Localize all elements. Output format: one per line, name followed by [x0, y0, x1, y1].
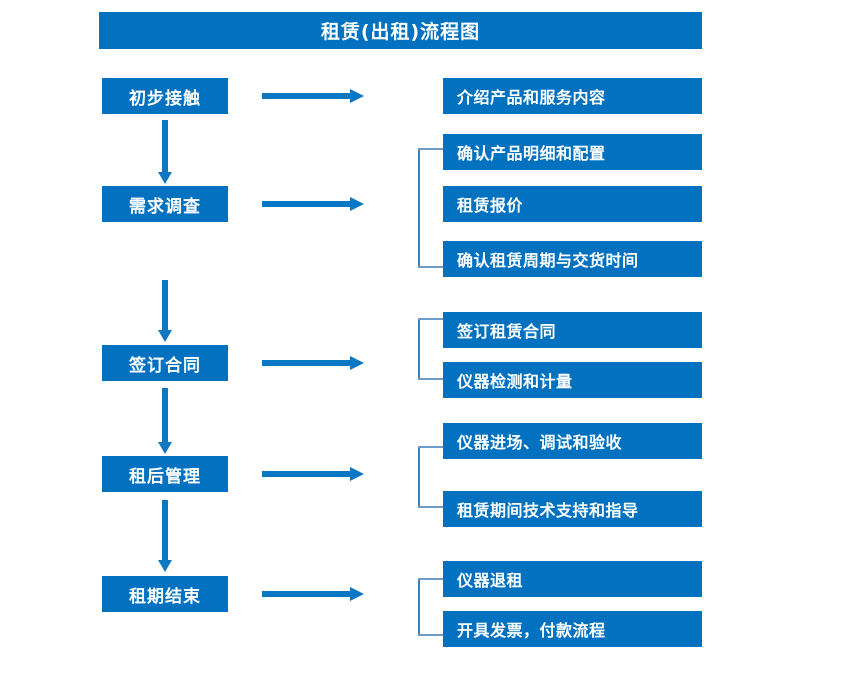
- bracket-tip-top: [418, 578, 443, 580]
- stage-box-3[interactable]: 签订合同: [102, 345, 228, 381]
- bracket-spine: [418, 318, 420, 380]
- horizontal-arrow-3: [262, 355, 366, 371]
- group-bracket-3: [418, 446, 443, 508]
- arrow-head: [158, 442, 172, 454]
- page-title: 租赁(出租)流程图: [99, 12, 702, 49]
- arrow-head: [158, 172, 172, 184]
- arrow-shaft: [262, 93, 352, 99]
- stage-box-4[interactable]: 租后管理: [102, 456, 228, 492]
- stage-box-2[interactable]: 需求调查: [102, 186, 228, 222]
- arrow-head: [350, 587, 364, 601]
- horizontal-arrow-2: [262, 196, 366, 212]
- arrow-shaft: [262, 591, 352, 597]
- bracket-tip-top: [418, 148, 443, 150]
- arrow-shaft: [262, 360, 352, 366]
- arrow-head: [350, 89, 364, 103]
- vertical-arrow-4: [157, 500, 173, 572]
- bracket-spine: [418, 578, 420, 636]
- stage-box-1[interactable]: 初步接触: [102, 78, 228, 114]
- horizontal-arrow-4: [262, 466, 366, 482]
- detail-box-2[interactable]: 确认产品明细和配置: [443, 134, 702, 170]
- arrow-head: [158, 560, 172, 572]
- bracket-spine: [418, 148, 420, 268]
- arrow-head: [350, 197, 364, 211]
- bracket-tip-bottom: [418, 378, 443, 380]
- horizontal-arrow-5: [262, 586, 366, 602]
- arrow-shaft: [162, 500, 168, 560]
- detail-box-3[interactable]: 租赁报价: [443, 186, 702, 222]
- detail-box-5[interactable]: 签订租赁合同: [443, 312, 702, 348]
- detail-box-9[interactable]: 仪器退租: [443, 561, 702, 597]
- arrow-head: [350, 356, 364, 370]
- detail-box-1[interactable]: 介绍产品和服务内容: [443, 78, 702, 114]
- detail-box-8[interactable]: 租赁期间技术支持和指导: [443, 491, 702, 527]
- horizontal-arrow-1: [262, 88, 366, 104]
- bracket-spine: [418, 446, 420, 508]
- vertical-arrow-1: [157, 120, 173, 184]
- group-bracket-1: [418, 148, 443, 268]
- bracket-tip-bottom: [418, 506, 443, 508]
- bracket-tip-bottom: [418, 634, 443, 636]
- arrow-shaft: [162, 280, 168, 330]
- arrow-shaft: [162, 388, 168, 442]
- detail-box-6[interactable]: 仪器检测和计量: [443, 362, 702, 398]
- group-bracket-4: [418, 578, 443, 636]
- arrow-shaft: [262, 471, 352, 477]
- detail-box-10[interactable]: 开具发票，付款流程: [443, 611, 702, 647]
- arrow-shaft: [162, 120, 168, 172]
- stage-box-5[interactable]: 租期结束: [102, 576, 228, 612]
- arrow-head: [350, 467, 364, 481]
- bracket-tip-top: [418, 318, 443, 320]
- vertical-arrow-2: [157, 280, 173, 342]
- bracket-tip-top: [418, 446, 443, 448]
- detail-box-7[interactable]: 仪器进场、调试和验收: [443, 423, 702, 459]
- detail-box-4[interactable]: 确认租赁周期与交货时间: [443, 241, 702, 277]
- arrow-shaft: [262, 201, 352, 207]
- bracket-tip-bottom: [418, 266, 443, 268]
- group-bracket-2: [418, 318, 443, 380]
- arrow-head: [158, 330, 172, 342]
- vertical-arrow-3: [157, 388, 173, 454]
